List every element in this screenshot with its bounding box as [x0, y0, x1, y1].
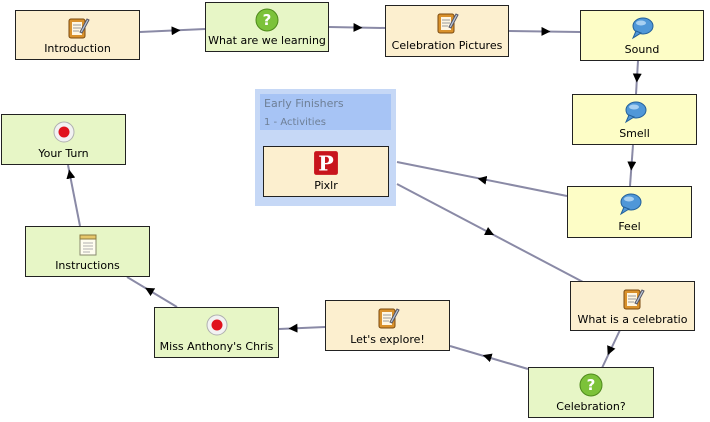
pixlr-logo-letter: P [318, 152, 333, 176]
edge-explore-to-anthony [278, 323, 326, 333]
node-your-turn[interactable]: Your Turn [1, 114, 126, 165]
group-subtitle: 1 - Activities [264, 117, 326, 128]
speech-bubble-icon [619, 193, 641, 216]
node-label: Smell [619, 127, 650, 140]
node-smell[interactable]: Smell [572, 94, 697, 145]
edge-pixlr-to-whatis [396, 183, 584, 283]
svg-text:?: ? [587, 376, 596, 394]
edge-anthony-to-instructions [126, 276, 178, 308]
notes-icon [79, 234, 96, 256]
edge-learning-to-pictures [328, 22, 386, 32]
edge-sound-to-smell [632, 60, 642, 95]
node-lets-explore[interactable]: Let's explore! [325, 300, 450, 351]
edge-whatis-to-celebration [601, 329, 621, 369]
node-label: Instructions [55, 259, 120, 272]
group-header: Early Finishers 1 - Activities [260, 94, 391, 130]
node-what-are-we-learning[interactable]: ? What are we learning [205, 2, 329, 52]
node-sound[interactable]: Sound [580, 10, 704, 61]
notepad-icon [378, 308, 400, 329]
node-label: What is a celebratio [577, 313, 688, 326]
svg-text:?: ? [263, 11, 272, 29]
notepad-icon [437, 13, 459, 34]
node-label: Sound [624, 43, 660, 56]
notepad-icon [623, 289, 645, 310]
edge-smell-to-feel [627, 144, 637, 187]
record-icon [206, 314, 227, 336]
node-label: Celebration Pictures [391, 39, 503, 52]
record-icon [53, 121, 74, 143]
node-label: Introduction [44, 42, 111, 55]
edge-pictures-to-sound [508, 26, 581, 36]
edge-intro-to-learning [139, 26, 206, 36]
speech-bubble-icon [631, 17, 654, 40]
pixlr-logo-icon: P [314, 151, 338, 176]
node-celebration-pictures[interactable]: Celebration Pictures [385, 5, 509, 57]
node-miss-anthonys-chris[interactable]: Miss Anthony's Chris [154, 307, 279, 358]
node-label: Miss Anthony's Chris [159, 340, 274, 353]
group-title: Early Finishers [264, 97, 344, 110]
node-instructions[interactable]: Instructions [25, 226, 150, 277]
node-feel[interactable]: Feel [567, 186, 692, 238]
edge-feel-to-pixlr [396, 161, 568, 197]
speech-bubble-icon [624, 101, 646, 124]
edge-instructions-to-yourturn [66, 164, 81, 227]
question-icon: ? [579, 373, 603, 397]
node-label: Celebration? [556, 400, 626, 413]
node-label: Your Turn [38, 147, 89, 160]
node-celebration-question[interactable]: ? Celebration? [528, 367, 654, 418]
node-label: Let's explore! [350, 333, 425, 346]
node-label: Feel [618, 220, 641, 233]
node-label: Pixlr [314, 179, 338, 192]
node-introduction[interactable]: Introduction [15, 10, 140, 60]
edge-celebration-to-explore [449, 345, 529, 370]
node-pixlr[interactable]: P Pixlr [263, 146, 389, 197]
node-what-is-a-celebration[interactable]: What is a celebratio [570, 281, 695, 331]
node-label: What are we learning [208, 34, 326, 47]
notepad-icon [68, 18, 90, 39]
question-icon: ? [255, 8, 279, 32]
